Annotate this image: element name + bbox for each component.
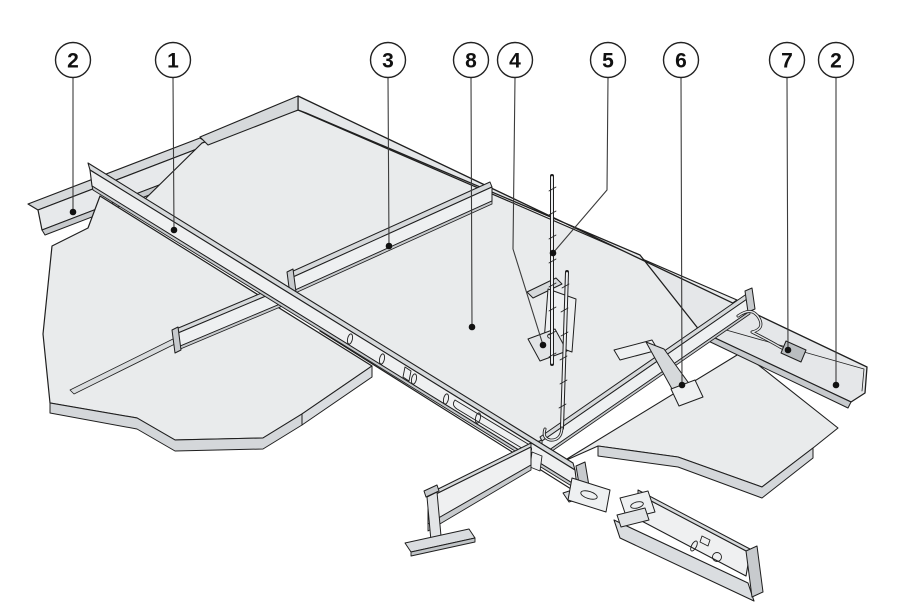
connector-tab: [567, 477, 611, 513]
callout-circle: [496, 41, 534, 79]
callout-number: 2: [830, 50, 842, 73]
cross-tee-back: [286, 181, 493, 296]
main-runner: [87, 162, 598, 503]
callout-number: 4: [509, 50, 521, 73]
cross-tee-near: [171, 283, 286, 354]
hanger-rod-1: [548, 174, 557, 366]
cross-tee-front: [404, 442, 532, 557]
callout-3-8: 8: [452, 41, 490, 79]
leader-line-1-1: [172, 77, 175, 231]
callout-number: 7: [781, 50, 793, 73]
callout-circle: [154, 41, 192, 79]
leader-dot-6-6: [678, 381, 686, 389]
leader-dot-8-2: [832, 381, 840, 389]
callout-circle: [768, 41, 806, 79]
leader-line-5-5: [552, 77, 609, 254]
callout-0-2: 2: [54, 41, 92, 79]
hanger-rod-2: [542, 270, 570, 442]
leader-dot-1-1: [170, 226, 178, 234]
callout-number: 3: [382, 50, 394, 73]
callout-6-6: 6: [662, 41, 700, 79]
callout-circle: [589, 41, 627, 79]
perimeter-clip: [736, 310, 807, 363]
callout-number: 1: [167, 50, 179, 73]
callout-number: 2: [67, 50, 79, 73]
leader-line-6-6: [680, 77, 683, 386]
callout-8-2: 2: [817, 41, 855, 79]
callout-2-3: 3: [369, 41, 407, 79]
leader-dot-4-4: [539, 341, 547, 349]
leader-dot-2-3: [385, 242, 393, 250]
callout-circle: [817, 41, 855, 79]
leader-line-7-7: [786, 77, 789, 351]
callout-number: 5: [602, 50, 614, 73]
callout-1-1: 1: [154, 41, 192, 79]
leader-dot-5-5: [549, 249, 557, 257]
leader-line-2-3: [387, 77, 390, 247]
cross-tee-right: [539, 287, 756, 459]
leader-dot-3-8: [468, 323, 476, 331]
callout-number: 8: [465, 50, 477, 73]
cross-tee-end-detail: [613, 489, 764, 602]
callout-circle: [452, 41, 490, 79]
leader-lines: [69, 77, 840, 389]
leader-line-4-4: [512, 77, 544, 346]
callout-7-7: 7: [768, 41, 806, 79]
leader-dot-0-2: [69, 208, 77, 216]
callout-circles: 2 1 3 8 4 5 6 7 2: [54, 41, 855, 79]
callout-5-5: 5: [589, 41, 627, 79]
leader-dot-7-7: [784, 346, 792, 354]
callout-number: 6: [675, 50, 687, 73]
callout-4-4: 4: [496, 41, 534, 79]
callout-circle: [369, 41, 407, 79]
callout-circle: [662, 41, 700, 79]
leader-line-3-8: [470, 77, 473, 328]
callout-circle: [54, 41, 92, 79]
